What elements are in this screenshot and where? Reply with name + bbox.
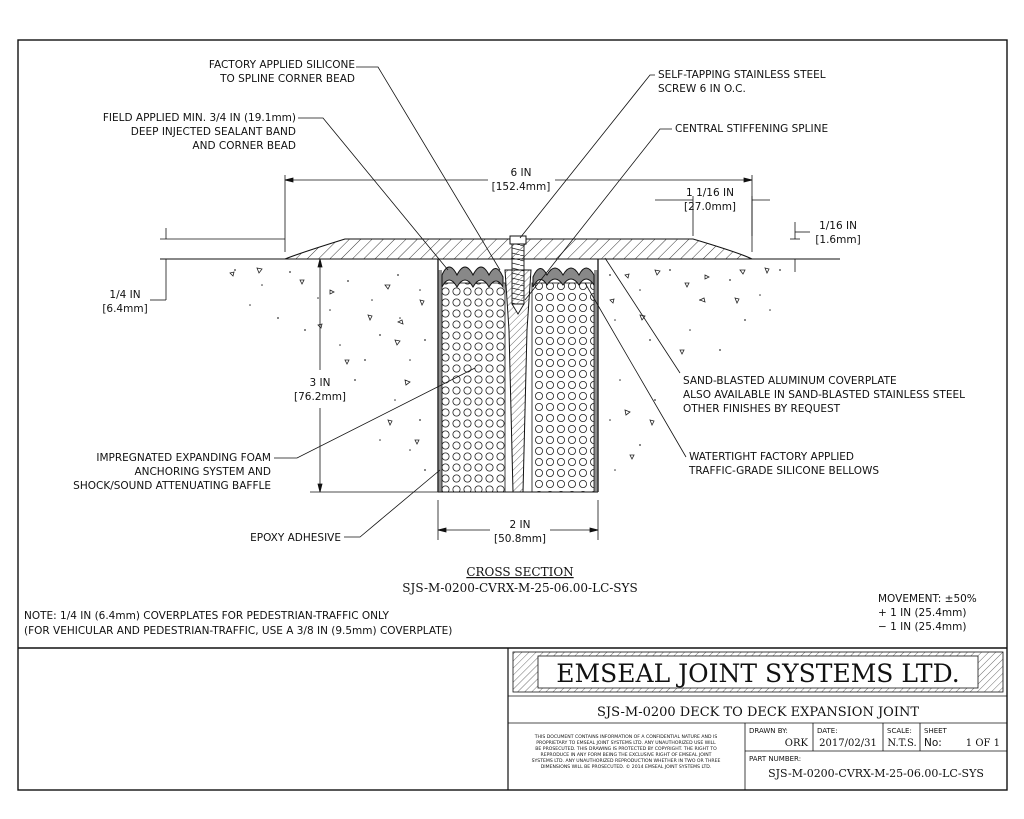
foam-right (532, 283, 594, 492)
title-block: EMSEAL JOINT SYSTEMS LTD. SJS-M-0200 DEC… (508, 651, 1007, 790)
date-label: DATE: (817, 727, 838, 735)
note-line-1: NOTE: 1/4 IN (6.4mm) COVERPLATES FOR PED… (24, 610, 389, 622)
screw-head (509, 235, 527, 245)
callout-coverplate: SAND-BLASTED ALUMINUM COVERPLATE ALSO AV… (683, 375, 965, 415)
note-line-2: (FOR VEHICULAR AND PEDESTRIAN-TRAFFIC, U… (24, 625, 452, 637)
callout-epoxy: EPOXY ADHESIVE (250, 532, 341, 544)
callout-spline: CENTRAL STIFFENING SPLINE (675, 123, 828, 135)
dimension-lines (150, 175, 810, 540)
sheet-border (17, 39, 1008, 791)
svg-text:SCREW 6 IN O.C.: SCREW 6 IN O.C. (658, 83, 746, 95)
dim-gap: 2 IN [50.8mm] (494, 519, 546, 545)
callout-screw: SELF-TAPPING STAINLESS STEEL SCREW 6 IN … (658, 69, 826, 95)
date-value: 2017/02/31 (819, 738, 877, 749)
svg-text:2 IN: 2 IN (510, 519, 531, 531)
svg-text:3 IN: 3 IN (310, 377, 331, 389)
dim-edge: 1 1/16 IN [27.0mm] (684, 187, 736, 213)
dim-taper: 1/16 IN [1.6mm] (815, 220, 860, 246)
part-number-value: SJS-M-0200-CVRX-M-25-06.00-LC-SYS (768, 767, 984, 780)
svg-text:THIS DOCUMENT CONTAINS INFORMA: THIS DOCUMENT CONTAINS INFORMATION OF A … (534, 734, 718, 740)
drawn-by-value: ORK (785, 738, 809, 749)
leader-lines (274, 66, 687, 538)
callout-bellows: WATERTIGHT FACTORY APPLIED TRAFFIC-GRADE… (688, 451, 879, 477)
aggregate-right (609, 267, 770, 460)
svg-text:[76.2mm]: [76.2mm] (294, 391, 346, 403)
sheet-label: SHEET (924, 727, 948, 735)
dim-plate-thickness: 1/4 IN [6.4mm] (102, 289, 147, 315)
svg-text:1/16 IN: 1/16 IN (819, 220, 857, 232)
svg-text:TRAFFIC-GRADE SILICONE BELLOWS: TRAFFIC-GRADE SILICONE BELLOWS (688, 465, 879, 477)
callout-field-sealant: FIELD APPLIED MIN. 3/4 IN (19.1mm) DEEP … (103, 112, 296, 152)
drawing-title: SJS-M-0200 DECK TO DECK EXPANSION JOINT (597, 705, 919, 720)
section-title: CROSS SECTION (466, 565, 573, 579)
company-name: EMSEAL JOINT SYSTEMS LTD. (556, 659, 959, 688)
svg-text:AND CORNER BEAD: AND CORNER BEAD (192, 140, 296, 152)
svg-text:1/4 IN: 1/4 IN (109, 289, 140, 301)
svg-text:1 1/16 IN: 1 1/16 IN (686, 187, 734, 199)
screw-shank (511, 243, 525, 305)
callout-factory-silicone: FACTORY APPLIED SILICONE TO SPLINE CORNE… (209, 59, 355, 85)
svg-text:BE PROSECUTED. THIS DRAWING IS: BE PROSECUTED. THIS DRAWING IS PROTECTED… (535, 746, 717, 752)
svg-text:ANCHORING SYSTEM AND: ANCHORING SYSTEM AND (134, 466, 271, 478)
scale-value: N.T.S. (887, 738, 916, 749)
callout-foam: IMPREGNATED EXPANDING FOAM ANCHORING SYS… (73, 452, 271, 492)
svg-text:SYSTEMS LTD. ANY UNAUTHORIZED: SYSTEMS LTD. ANY UNAUTHORIZED REPRODUCTI… (532, 758, 721, 764)
dim-depth: 3 IN [76.2mm] (294, 377, 346, 403)
dim-width-total: 6 IN [152.4mm] (492, 167, 551, 193)
sheet-no-label: No: (924, 737, 942, 749)
movement-minus: − 1 IN (25.4mm) (878, 621, 966, 633)
epoxy-left (438, 270, 442, 492)
svg-text:[152.4mm]: [152.4mm] (492, 181, 551, 193)
svg-text:6 IN: 6 IN (511, 167, 532, 179)
aggregate-left (229, 267, 425, 445)
movement-label: MOVEMENT: ±50% (878, 593, 977, 605)
svg-text:[50.8mm]: [50.8mm] (494, 533, 546, 545)
svg-text:IMPREGNATED EXPANDING FOAM: IMPREGNATED EXPANDING FOAM (96, 452, 271, 464)
concrete-left (234, 269, 426, 471)
bellows-left (441, 266, 504, 289)
svg-text:REPRODUCE IN ANY FORM BEING TH: REPRODUCE IN ANY FORM BEING THE EXCLUSIV… (541, 752, 712, 758)
sheet-value: 1 OF 1 (966, 738, 1000, 749)
svg-text:EPOXY ADHESIVE: EPOXY ADHESIVE (250, 532, 341, 544)
svg-text:CENTRAL STIFFENING SPLINE: CENTRAL STIFFENING SPLINE (675, 123, 828, 135)
foam-left (442, 283, 505, 492)
svg-text:WATERTIGHT FACTORY APPLIED: WATERTIGHT FACTORY APPLIED (689, 451, 854, 463)
svg-text:PROPRIETARY TO EMSEAL JOINT SY: PROPRIETARY TO EMSEAL JOINT SYSTEMS LTD.… (536, 740, 716, 746)
scale-label: SCALE: (887, 727, 912, 735)
svg-text:SHOCK/SOUND ATTENUATING BAFFLE: SHOCK/SOUND ATTENUATING BAFFLE (73, 480, 271, 492)
drawn-by-label: DRAWN BY: (749, 727, 788, 735)
central-spline (504, 269, 532, 493)
svg-text:ALSO AVAILABLE IN SAND-BLASTED: ALSO AVAILABLE IN SAND-BLASTED STAINLESS… (683, 389, 965, 401)
disclaimer: THIS DOCUMENT CONTAINS INFORMATION OF A … (532, 734, 721, 770)
svg-text:FIELD APPLIED MIN. 3/4 IN (19.: FIELD APPLIED MIN. 3/4 IN (19.1mm) (103, 112, 296, 124)
svg-text:[1.6mm]: [1.6mm] (815, 234, 860, 246)
movement-plus: + 1 IN (25.4mm) (878, 607, 966, 619)
concrete-right (609, 269, 781, 471)
svg-text:[6.4mm]: [6.4mm] (102, 303, 147, 315)
svg-text:FACTORY APPLIED SILICONE: FACTORY APPLIED SILICONE (209, 59, 355, 71)
svg-text:SELF-TAPPING STAINLESS STEEL: SELF-TAPPING STAINLESS STEEL (658, 69, 826, 81)
svg-text:DIMENSIONS WILL BE PROSECUTED.: DIMENSIONS WILL BE PROSECUTED. © 2014 EM… (541, 763, 712, 770)
part-number-label: PART NUMBER: (749, 755, 801, 763)
cross-section (160, 235, 840, 493)
svg-text:TO SPLINE CORNER BEAD: TO SPLINE CORNER BEAD (219, 73, 355, 85)
svg-text:DEEP INJECTED SEALANT BAND: DEEP INJECTED SEALANT BAND (131, 126, 296, 138)
bellows-right (532, 267, 595, 288)
svg-text:OTHER FINISHES BY REQUEST: OTHER FINISHES BY REQUEST (683, 403, 841, 415)
section-code: SJS-M-0200-CVRX-M-25-06.00-LC-SYS (402, 581, 637, 595)
svg-text:[27.0mm]: [27.0mm] (684, 201, 736, 213)
svg-text:SAND-BLASTED ALUMINUM COVERPLA: SAND-BLASTED ALUMINUM COVERPLATE (683, 375, 897, 387)
epoxy-right (594, 270, 598, 492)
